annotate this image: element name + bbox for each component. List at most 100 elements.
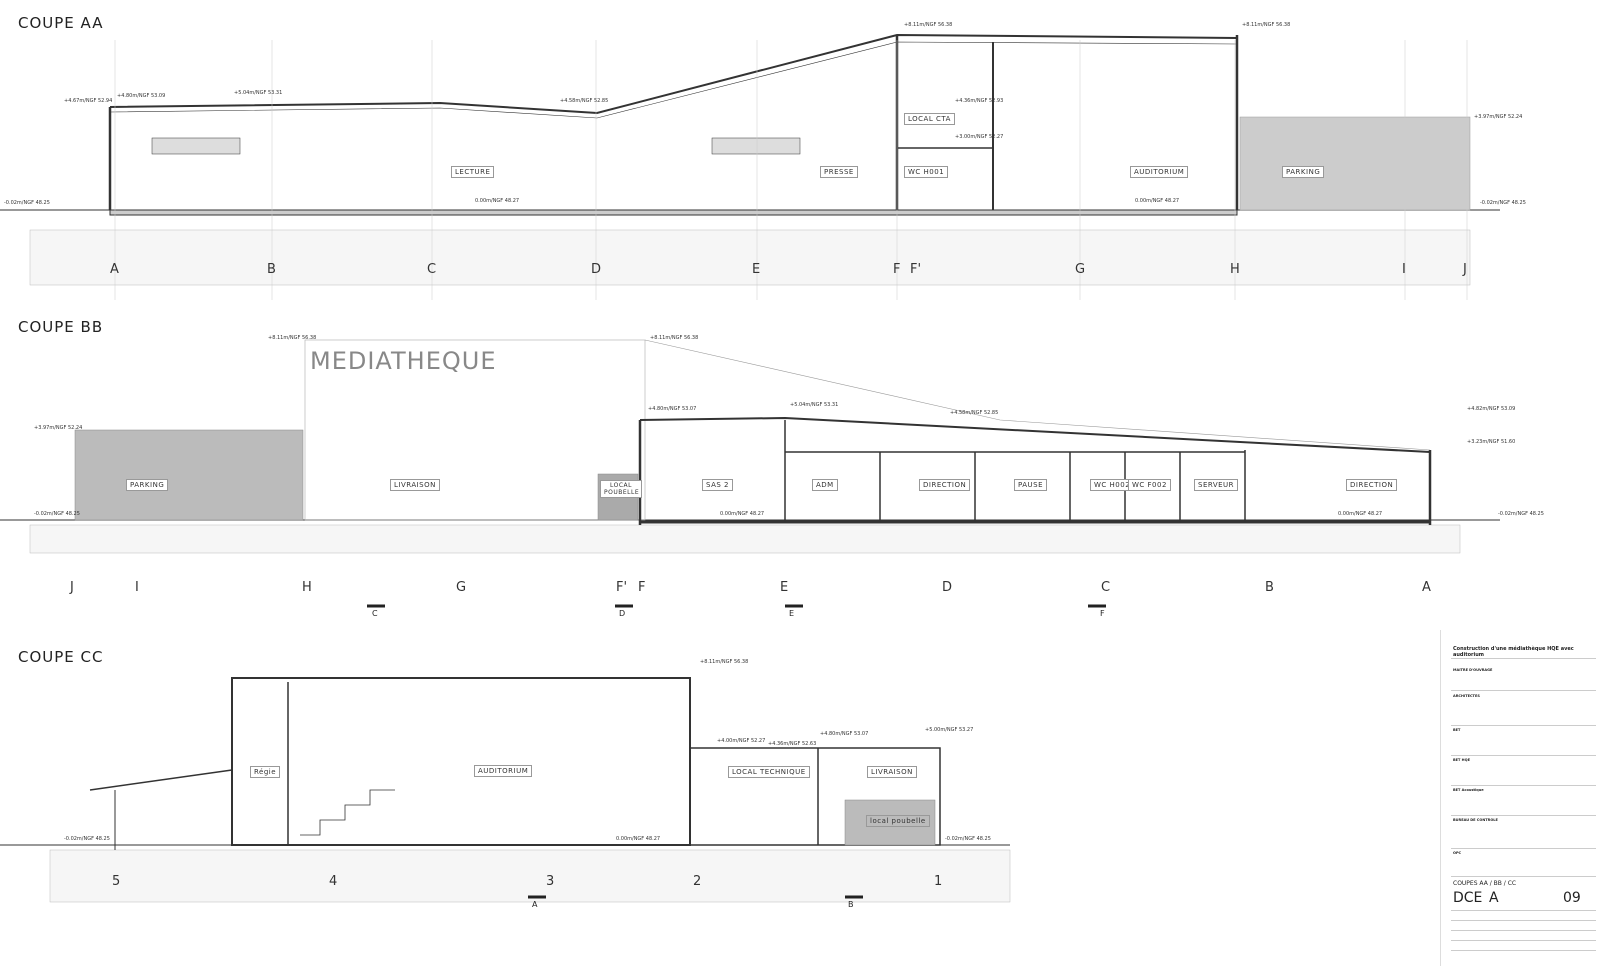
- elevation-label: 0.00m/NGF 48.27: [1338, 511, 1383, 517]
- elevation-label: +8.11m/NGF 56.38: [268, 335, 317, 341]
- role-label: BUREAU DE CONTROLE: [1453, 818, 1498, 822]
- elevation-label: +5.04m/NGF 53.31: [234, 90, 283, 96]
- room-label: SAS 2: [702, 479, 733, 491]
- room-label: PRESSE: [820, 166, 858, 178]
- room-label: LIVRAISON: [390, 479, 440, 491]
- facade-lettering: MEDIATHEQUE: [310, 347, 497, 375]
- grid-axis-label: F': [616, 580, 628, 595]
- index: A: [1489, 890, 1499, 906]
- role-label: BET: [1453, 728, 1461, 732]
- grid-axis-label: H: [1230, 262, 1240, 277]
- grid-axis-label: G: [1075, 262, 1086, 277]
- room-label: WC H001: [904, 166, 949, 178]
- role-label: ARCHITECTES: [1453, 694, 1480, 698]
- room-label: ADM: [812, 479, 838, 491]
- section-mark: B: [848, 900, 854, 909]
- sheet-number: 09: [1563, 890, 1581, 906]
- elevation-label: 0.00m/NGF 48.27: [475, 198, 520, 204]
- elevation-label: +4.67m/NGF 52.94: [64, 98, 113, 104]
- elevation-label: +4.00m/NGF 52.27: [717, 738, 766, 744]
- room-label: PARKING: [126, 479, 169, 491]
- grid-axis-label: E: [780, 580, 789, 595]
- room-label: LECTURE: [451, 166, 495, 178]
- elevation-label: 0.00m/NGF 48.27: [1135, 198, 1180, 204]
- room-label: local poubelle: [866, 815, 930, 827]
- elevation-label: -0.02m/NGF 48.25: [945, 836, 991, 842]
- elevation-label: -0.02m/NGF 48.25: [64, 836, 110, 842]
- role-label: BET Acoustique: [1453, 788, 1484, 792]
- grid-axis-label: G: [456, 580, 467, 595]
- elevation-label: -0.02m/NGF 48.25: [4, 200, 50, 206]
- room-label: AUDITORIUM: [1130, 166, 1189, 178]
- grid-axis-label: A: [110, 262, 119, 277]
- grid-axis-label: 2: [693, 874, 702, 889]
- section-mark: E: [789, 609, 795, 618]
- grid-axis-label: B: [1265, 580, 1274, 595]
- role-label: MAITRE D'OUVRAGE: [1453, 668, 1493, 672]
- section-cc-linework: [0, 677, 1011, 903]
- section-markers: [367, 604, 1106, 899]
- grid-axis-label: A: [1422, 580, 1431, 595]
- elevation-label: -0.02m/NGF 48.25: [34, 511, 80, 517]
- elevation-label: +5.04m/NGF 53.31: [790, 402, 839, 408]
- room-label: LOCAL TECHNIQUE: [728, 766, 810, 778]
- project-title: Construction d'une médiathèque HQE avec …: [1453, 646, 1574, 658]
- elevation-label: 0.00m/NGF 48.27: [616, 836, 661, 842]
- elevation-label: +4.80m/NGF 53.09: [117, 93, 166, 99]
- room-label: SERVEUR: [1194, 479, 1239, 491]
- elevation-label: +3.00m/NGF 52.27: [955, 134, 1004, 140]
- elevation-label: +8.11m/NGF 56.38: [700, 659, 749, 665]
- elevation-label: +8.11m/NGF 56.38: [904, 22, 953, 28]
- elevation-label: -0.02m/NGF 48.25: [1498, 511, 1544, 517]
- room-label: LOCAL POUBELLE: [600, 480, 642, 498]
- room-label: Régie: [250, 766, 281, 778]
- grid-axis-label: F': [910, 262, 922, 277]
- elevation-label: +4.80m/NGF 53.07: [648, 406, 697, 412]
- grid-axis-label: 5: [112, 874, 121, 889]
- room-label: DIRECTION: [1346, 479, 1398, 491]
- elevation-label: +4.58m/NGF 52.85: [950, 410, 999, 416]
- section-bb-linework: [0, 339, 1500, 554]
- grid-axis-label: C: [427, 262, 437, 277]
- room-label: PAUSE: [1014, 479, 1048, 491]
- elevation-label: +3.23m/NGF 51.60: [1467, 439, 1516, 445]
- elevation-label: +3.97m/NGF 52.24: [1474, 114, 1523, 120]
- grid-axis-label: B: [267, 262, 276, 277]
- room-label: LIVRAISON: [867, 766, 917, 778]
- grid-axis-label: 3: [546, 874, 555, 889]
- grid-axis-label: I: [135, 580, 139, 595]
- section-cc-title: COUPE CC: [18, 648, 104, 666]
- elevation-label: +8.11m/NGF 56.38: [1242, 22, 1291, 28]
- elevation-label: +4.36m/NGF 52.63: [768, 741, 817, 747]
- grid-axis-label: F: [893, 262, 901, 277]
- grid-axis-label: D: [942, 580, 953, 595]
- elevation-label: -0.02m/NGF 48.25: [1480, 200, 1526, 206]
- phase: DCE: [1453, 890, 1483, 906]
- room-label: LOCAL CTA: [904, 113, 955, 125]
- elevation-label: +4.82m/NGF 53.09: [1467, 406, 1516, 412]
- elevation-label: +5.00m/NGF 53.27: [925, 727, 974, 733]
- grid-axis-label: 1: [934, 874, 943, 889]
- grid-axis-label: I: [1402, 262, 1406, 277]
- title-block: Construction d'une médiathèque HQE avec …: [1440, 630, 1600, 966]
- section-aa-linework: [0, 33, 1500, 300]
- elevation-label: +4.58m/NGF 52.85: [560, 98, 609, 104]
- room-label: WC F002: [1128, 479, 1171, 491]
- elevation-label: +3.97m/NGF 52.24: [34, 425, 83, 431]
- elevation-label: +4.36m/NGF 52.93: [955, 98, 1004, 104]
- grid-axis-label: J: [1463, 262, 1467, 277]
- room-label: AUDITORIUM: [474, 765, 533, 777]
- room-label: DIRECTION: [919, 479, 971, 491]
- elevation-label: 0.00m/NGF 48.27: [720, 511, 765, 517]
- section-bb-title: COUPE BB: [18, 318, 104, 336]
- sheet-title: COUPES AA / BB / CC: [1453, 880, 1517, 887]
- grid-axis-label: C: [1101, 580, 1111, 595]
- grid-axis-label: 4: [329, 874, 338, 889]
- grid-axis-label: H: [302, 580, 312, 595]
- grid-axis-label: F: [638, 580, 646, 595]
- role-label: OPC: [1453, 851, 1462, 855]
- room-label: PARKING: [1282, 166, 1325, 178]
- section-aa-title: COUPE AA: [18, 14, 104, 32]
- section-mark: A: [532, 900, 538, 909]
